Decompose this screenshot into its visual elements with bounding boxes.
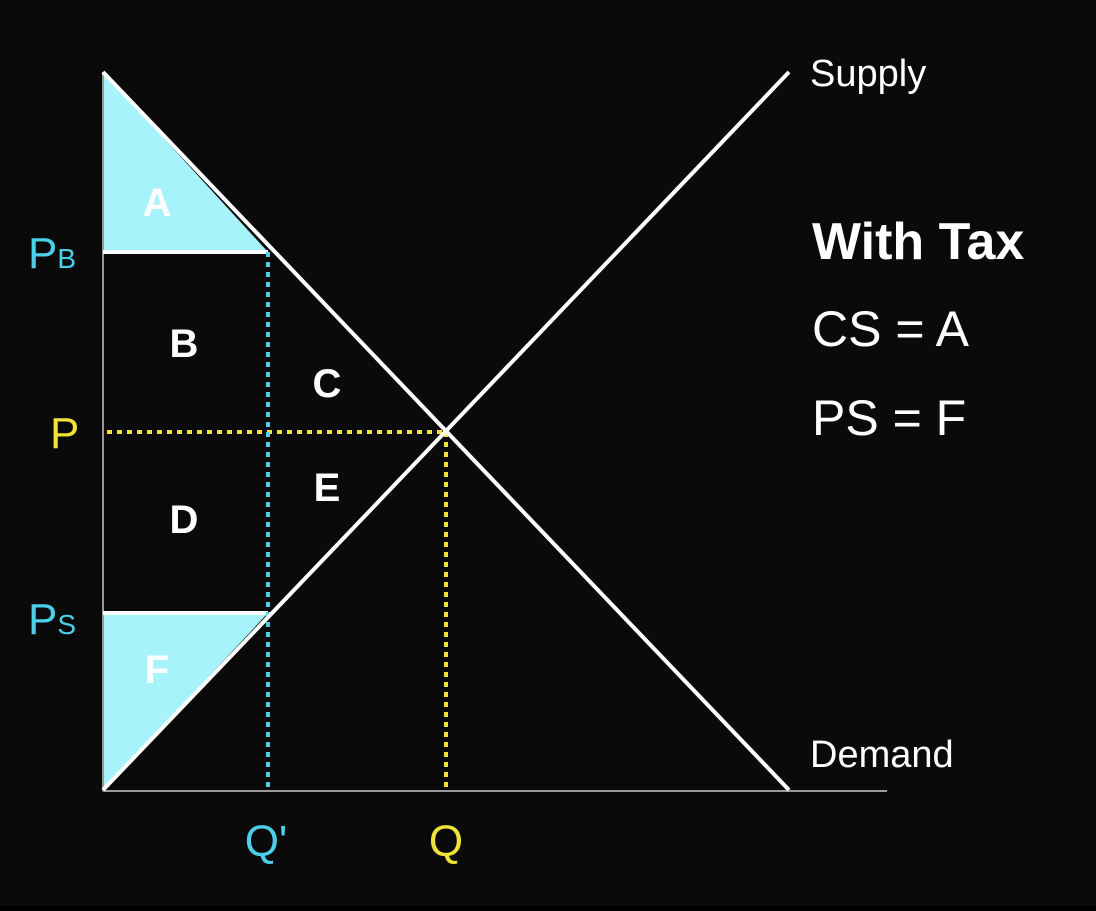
producer-surplus-formula: PS = F (812, 390, 966, 446)
region-label-f: F (145, 648, 169, 692)
consumer-surplus-formula: CS = A (812, 301, 970, 357)
buyer-price-label-main: P (28, 229, 57, 278)
supply-curve (101, 70, 791, 792)
panel-title: With Tax (812, 213, 1024, 271)
seller-price-label: PS (28, 595, 76, 644)
demand-label: Demand (810, 734, 954, 776)
seller-price-label-sub: S (57, 609, 76, 640)
region-label-a: A (143, 181, 172, 225)
region-label-c: C (313, 362, 342, 406)
buyer-price-label-sub: B (57, 243, 76, 274)
region-label-b: B (170, 322, 199, 366)
equilibrium-price-label: P (50, 409, 79, 458)
region-label-d: D (170, 498, 199, 542)
region-label-e: E (314, 466, 341, 510)
equilibrium-quantity-label: Q (429, 817, 463, 866)
supply-label: Supply (810, 53, 926, 95)
buyer-price-label: PB (28, 229, 76, 278)
seller-price-label-main: P (28, 595, 57, 644)
taxed-quantity-label: Q' (245, 817, 288, 866)
